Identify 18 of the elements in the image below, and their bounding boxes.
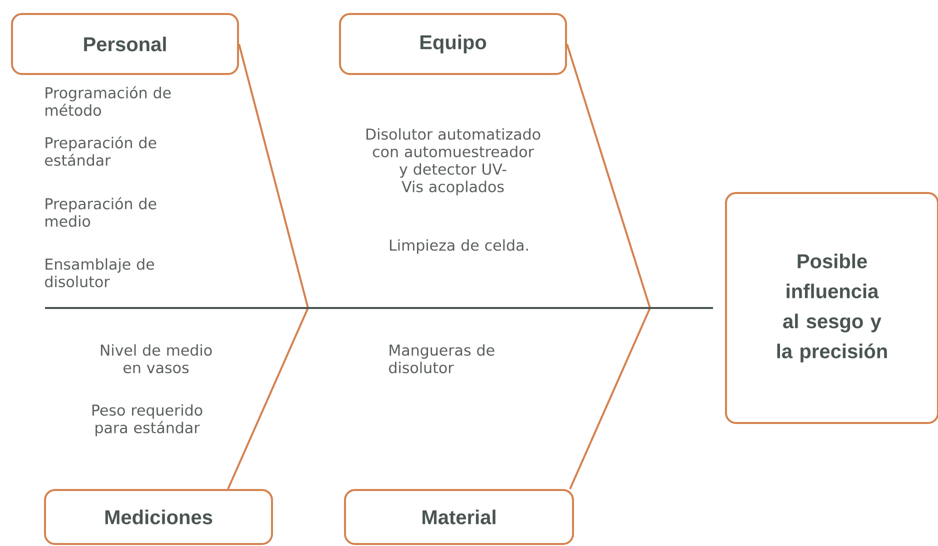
category-box: Material xyxy=(344,488,574,545)
cause-text: Preparación de estándar xyxy=(45,136,156,166)
category-box: Mediciones xyxy=(44,488,273,545)
bone-line xyxy=(566,44,651,308)
bone-line xyxy=(238,44,309,308)
cause-text: Disolutor automatizado con automuestreador y detector UV-Vis acoplados xyxy=(366,128,540,196)
category-box: Equipo xyxy=(339,13,567,75)
cause-text: Preparación de medio xyxy=(46,197,156,227)
bone-line xyxy=(569,308,651,490)
cause-text: Ensamblaje de disolutor xyxy=(45,258,154,288)
spine-line xyxy=(45,307,713,309)
cause-text: Mangueras de disolutor xyxy=(389,344,494,374)
effect-box: Posible influencia al sesgo y la precisión xyxy=(725,192,938,424)
cause-text: Nivel de medio en vasos xyxy=(100,344,212,374)
bone-line xyxy=(227,308,309,490)
category-box: Personal xyxy=(11,13,239,75)
cause-text: Peso requerido para estándar xyxy=(92,404,202,436)
cause-text: Limpieza de celda. xyxy=(390,239,528,254)
